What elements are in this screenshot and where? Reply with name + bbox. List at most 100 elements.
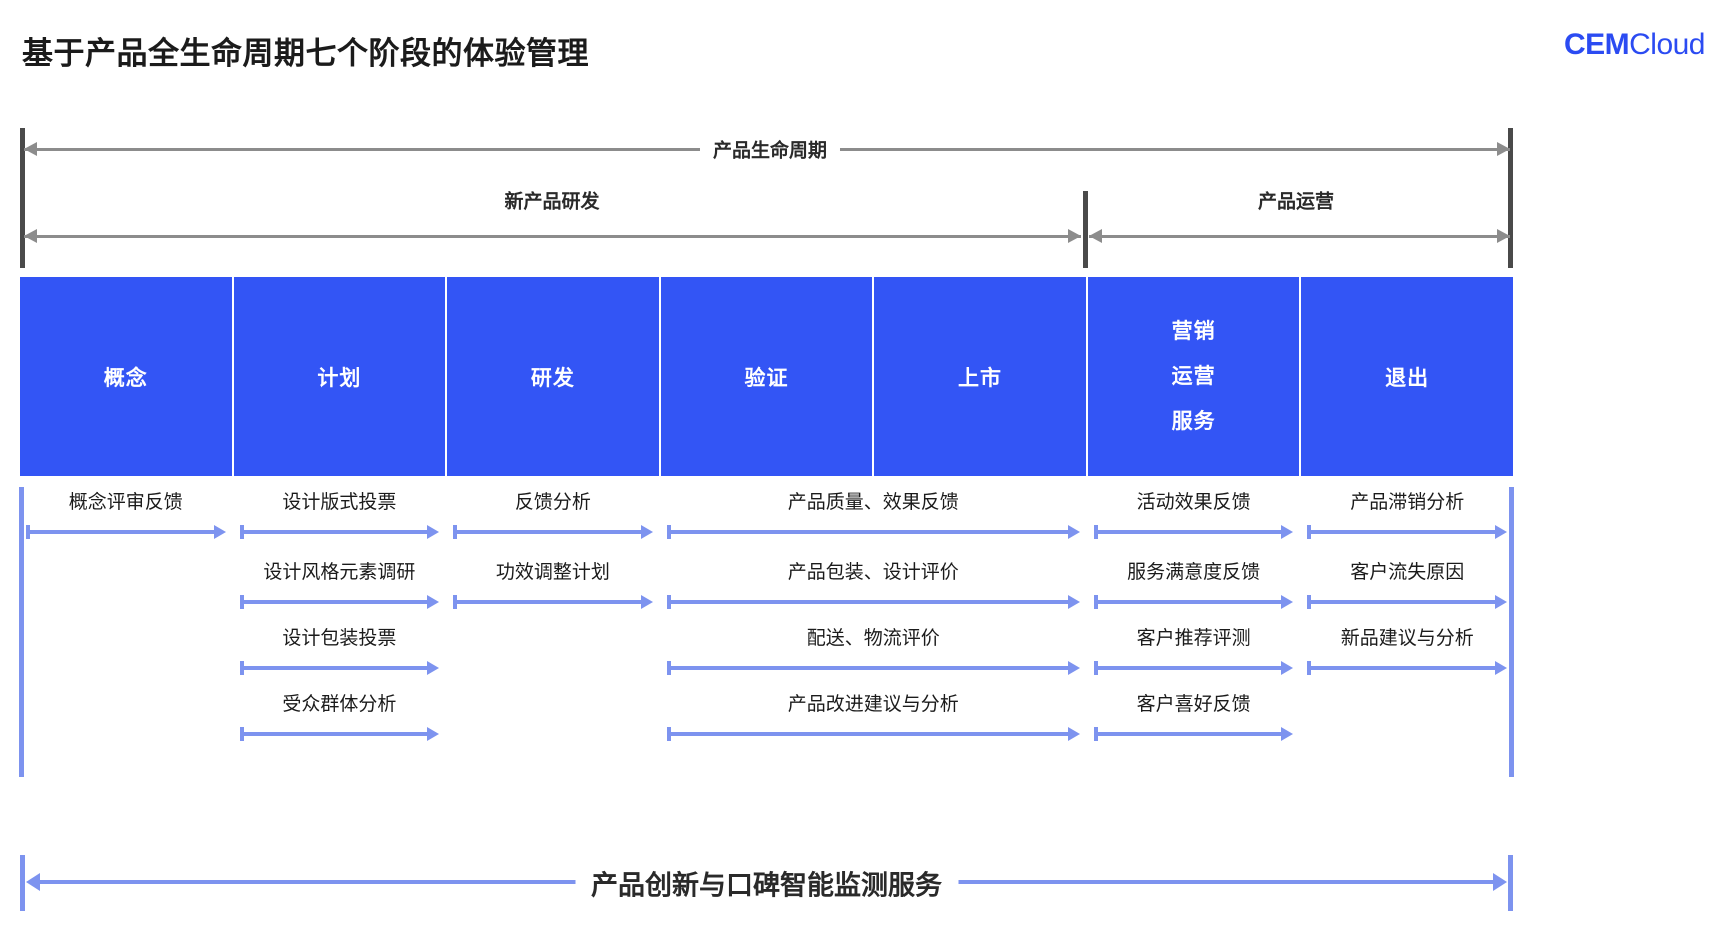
- task-arrow-line: [1093, 600, 1283, 604]
- task-item[interactable]: 新品建议与分析: [1307, 623, 1507, 685]
- stage-label: 上市: [958, 366, 1003, 390]
- task-arrow-line: [239, 530, 429, 534]
- task-item[interactable]: 活动效果反馈: [1093, 487, 1294, 549]
- task-arrow-line: [666, 530, 1069, 534]
- task-label: 产品滞销分析: [1350, 492, 1465, 513]
- logo-mark-text: CEM: [1563, 28, 1630, 61]
- task-arrow-tail-icon: [453, 525, 458, 539]
- stage-box-4[interactable]: 验证: [660, 277, 873, 476]
- task-arrow-tail-icon: [666, 661, 671, 675]
- task-arrow-line: [453, 530, 642, 534]
- stage-box-6[interactable]: 营销运营服务: [1087, 277, 1300, 476]
- task-label: 客户喜好反馈: [1136, 694, 1251, 715]
- brand-logo: CEMCloud: [1563, 28, 1706, 61]
- stage-label: 营销: [1171, 320, 1216, 343]
- task-item[interactable]: 设计包装投票: [239, 623, 440, 685]
- task-item[interactable]: 产品改进建议与分析: [666, 689, 1080, 751]
- stage-label: 运营: [1171, 365, 1216, 388]
- task-arrow-tail-icon: [1307, 525, 1312, 539]
- task-label: 新品建议与分析: [1340, 628, 1474, 649]
- phase-span-arrow-dev: [24, 225, 1081, 247]
- stage-label: 研发: [530, 366, 575, 390]
- task-item[interactable]: 产品质量、效果反馈: [666, 487, 1080, 549]
- stage-box-5[interactable]: 上市: [874, 277, 1086, 476]
- arrow-head-left-icon: [24, 142, 37, 156]
- task-item[interactable]: 客户喜好反馈: [1093, 689, 1294, 751]
- task-arrow-tail-icon: [1093, 661, 1098, 675]
- task-arrow-tail-icon: [1307, 595, 1312, 609]
- bracket-rule-right: [1508, 128, 1513, 268]
- banner-rule-left: [20, 855, 25, 911]
- arrow-head-right-icon: [213, 525, 226, 539]
- bracket-rule-left: [20, 128, 25, 268]
- task-arrow-tail-icon: [239, 595, 244, 609]
- task-item[interactable]: 受众群体分析: [239, 689, 440, 751]
- task-item[interactable]: 客户推荐评测: [1093, 623, 1294, 685]
- task-item[interactable]: 概念评审反馈: [26, 487, 226, 549]
- arrow-head-left-icon: [26, 873, 40, 891]
- task-arrow: [453, 595, 653, 609]
- task-item[interactable]: 设计版式投票: [239, 487, 440, 549]
- arrow-head-left-icon: [1089, 229, 1102, 243]
- task-item[interactable]: 设计风格元素调研: [239, 557, 440, 619]
- task-arrow-tail-icon: [1093, 525, 1098, 539]
- task-arrow-tail-icon: [239, 661, 244, 675]
- arrow-head-right-icon: [427, 727, 440, 741]
- task-item[interactable]: 配送、物流评价: [666, 623, 1080, 685]
- task-label: 反馈分析: [514, 492, 591, 513]
- task-grid-rule-left: [19, 487, 24, 777]
- task-grid-rule-right: [1509, 487, 1514, 777]
- task-label: 客户流失原因: [1350, 562, 1465, 583]
- task-item[interactable]: 功效调整计划: [453, 557, 653, 619]
- phase-span-arrow-ops: [1089, 225, 1510, 247]
- task-arrow-line: [666, 600, 1069, 604]
- lifecycle-label: 产品生命周期: [699, 135, 841, 163]
- task-arrow: [1307, 595, 1507, 609]
- arrow-head-right-icon: [427, 661, 440, 675]
- arrow-head-right-icon: [1493, 873, 1507, 891]
- task-arrow: [1093, 595, 1294, 609]
- arrow-head-left-icon: [24, 229, 37, 243]
- arrow-head-right-icon: [1494, 595, 1507, 609]
- bracket-rule-middle: [1083, 191, 1088, 268]
- task-arrow: [239, 595, 440, 609]
- arrow-head-right-icon: [1067, 595, 1080, 609]
- task-arrow-line: [666, 732, 1069, 736]
- task-arrow: [1093, 525, 1294, 539]
- task-label: 设计包装投票: [282, 628, 397, 649]
- task-item[interactable]: 服务满意度反馈: [1093, 557, 1294, 619]
- task-label: 产品质量、效果反馈: [787, 492, 959, 513]
- arrow-head-right-icon: [1281, 661, 1294, 675]
- task-arrow-line: [1307, 530, 1496, 534]
- task-arrow: [666, 661, 1080, 675]
- stage-box-1[interactable]: 概念: [20, 277, 232, 476]
- banner-rule-right: [1508, 855, 1513, 911]
- task-item[interactable]: 产品滞销分析: [1307, 487, 1507, 549]
- task-item[interactable]: 反馈分析: [453, 487, 653, 549]
- task-arrow: [239, 661, 440, 675]
- task-arrow-line: [1093, 732, 1283, 736]
- task-arrow-tail-icon: [239, 525, 244, 539]
- task-arrow-line: [1093, 666, 1283, 670]
- task-arrow-tail-icon: [26, 525, 30, 539]
- task-arrow-line: [1307, 600, 1496, 604]
- task-arrow-tail-icon: [453, 595, 458, 609]
- stage-box-3[interactable]: 研发: [447, 277, 659, 476]
- task-arrow: [239, 525, 440, 539]
- stage-box-2[interactable]: 计划: [233, 277, 446, 476]
- task-label: 服务满意度反馈: [1127, 562, 1261, 583]
- task-arrow-tail-icon: [239, 727, 244, 741]
- task-arrow-tail-icon: [666, 595, 671, 609]
- task-arrow: [26, 525, 226, 539]
- arrow-head-right-icon: [1067, 525, 1080, 539]
- task-label: 受众群体分析: [282, 694, 397, 715]
- arrow-head-right-icon: [1497, 142, 1510, 156]
- task-item[interactable]: 产品包装、设计评价: [666, 557, 1080, 619]
- task-item[interactable]: 客户流失原因: [1307, 557, 1507, 619]
- stage-box-7[interactable]: 退出: [1301, 277, 1513, 476]
- arrow-head-right-icon: [1494, 661, 1507, 675]
- stage-boxes: 概念计划研发验证上市营销运营服务退出: [20, 277, 1513, 476]
- arrow-head-right-icon: [1067, 727, 1080, 741]
- task-label: 产品改进建议与分析: [787, 694, 959, 715]
- phase-dev-arrow-line: [24, 234, 1081, 238]
